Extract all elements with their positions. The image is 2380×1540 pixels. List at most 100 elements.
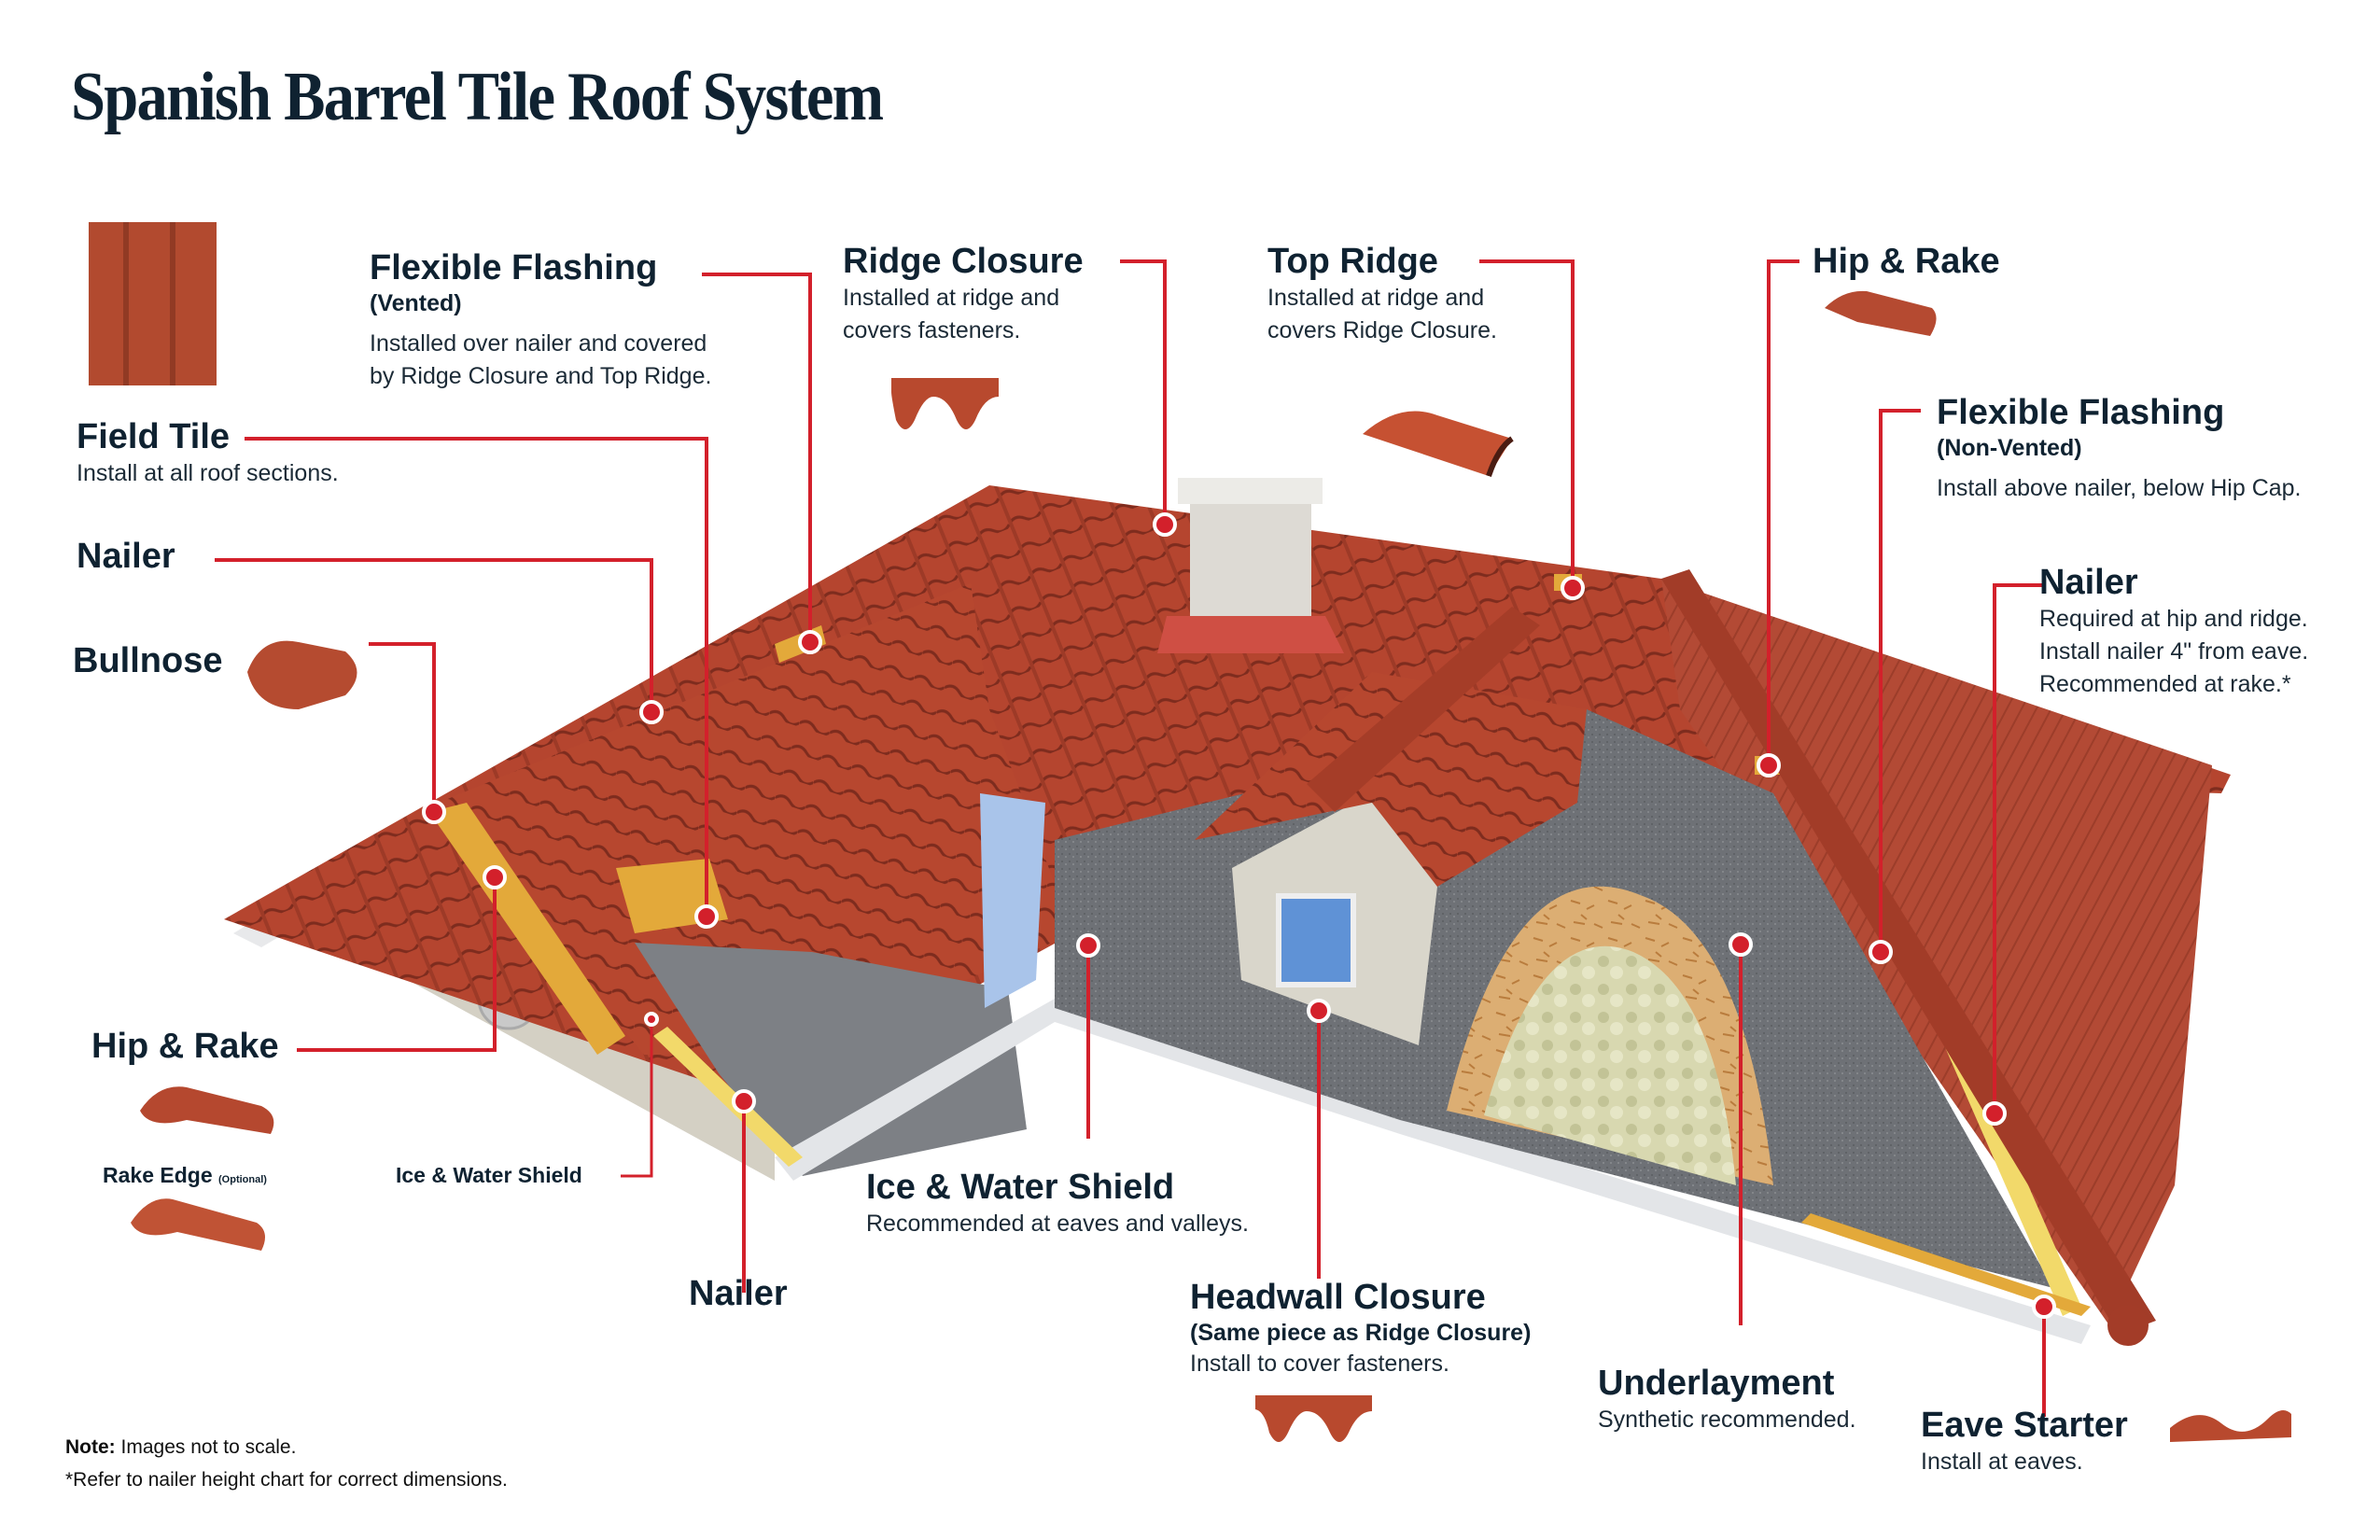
leader-nailer-left <box>215 558 653 712</box>
label-desc: by Ridge Closure and Top Ridge. <box>370 363 712 389</box>
label-nailer-right: Nailer Required at hip and ridge. Instal… <box>2039 562 2308 701</box>
label-desc: Install at all roof sections. <box>77 460 339 486</box>
label-title: Hip & Rake <box>1813 242 2000 281</box>
leader-top-ridge <box>1479 259 1575 588</box>
label-desc: covers fasteners. <box>843 317 1021 343</box>
label-ridge-closure: Ridge Closure Installed at ridge and cov… <box>843 241 1084 347</box>
label-underlayment: Underlayment Synthetic recommended. <box>1598 1363 1856 1436</box>
label-desc: Installed at ridge and <box>1267 285 1485 311</box>
right-hip-cap <box>1661 569 2156 1335</box>
hip-rake-icon-left <box>140 1086 274 1134</box>
eave-cap-end <box>2107 1305 2149 1346</box>
ridge-closure-icon <box>891 378 999 429</box>
label-title: Headwall Closure <box>1190 1278 1486 1317</box>
label-desc: Recommended at rake.* <box>2039 671 2291 697</box>
label-optional: (Optional) <box>218 1174 267 1185</box>
dormer-ridge <box>1307 607 1540 812</box>
dormer-window <box>1276 893 1356 987</box>
label-desc: Installed over nailer and covered <box>370 330 707 357</box>
dot-underlayment <box>1729 932 1753 957</box>
dot-top-ridge <box>1561 576 1585 600</box>
label-rake-edge: Rake Edge (Optional) <box>103 1162 267 1193</box>
label-title: Nailer <box>77 537 175 576</box>
label-desc: Install to cover fasteners. <box>1190 1351 1449 1377</box>
label-nailer-bottom: Nailer <box>689 1273 788 1314</box>
leader-dots <box>422 512 2056 1319</box>
dot-ice-water-small <box>644 1012 659 1027</box>
leader-flex-flashing-vented <box>702 273 812 642</box>
dormer-roof <box>1195 672 1587 887</box>
footnote: Note: Images not to scale. *Refer to nai… <box>65 1431 508 1496</box>
label-desc: Install at eaves. <box>1921 1449 2083 1475</box>
field-tile-icon <box>89 222 217 385</box>
label-desc: Installed at ridge and <box>843 285 1060 311</box>
leader-hip-rake-top <box>1767 259 1799 765</box>
label-headwall-closure: Headwall Closure (Same piece as Ridge Cl… <box>1190 1277 1531 1380</box>
label-bullnose: Bullnose <box>73 640 222 681</box>
label-desc: Install nailer 4" from eave. <box>2039 638 2309 665</box>
leader-nailer-right <box>1993 583 2044 1113</box>
dot-headwall <box>1307 999 1331 1023</box>
leader-lines <box>215 259 2046 1417</box>
label-hip-rake-left: Hip & Rake <box>91 1026 279 1067</box>
label-title: Top Ridge <box>1267 242 1438 281</box>
dot-eave-starter <box>2032 1295 2056 1319</box>
label-title: Flexible Flashing <box>1937 393 2225 432</box>
label-title: Ridge Closure <box>843 242 1084 281</box>
dot-bullnose <box>422 800 446 824</box>
eave-starter-icon <box>2170 1410 2291 1442</box>
label-flexible-flashing-non-vented: Flexible Flashing (Non-Vented) Install a… <box>1937 392 2302 505</box>
underlayment-left <box>635 943 1027 1176</box>
dot-ice-water-main <box>1076 933 1100 958</box>
label-desc: Install above nailer, below Hip Cap. <box>1937 475 2302 501</box>
note-text: Images not to scale. <box>120 1436 297 1458</box>
label-field-tile: Field Tile Install at all roof sections. <box>77 416 339 490</box>
insulation <box>1484 945 1736 1185</box>
note-footnote: *Refer to nailer height chart for correc… <box>65 1469 508 1491</box>
page-title: Spanish Barrel Tile Roof System <box>71 59 884 135</box>
dot-flex-flashing-vented <box>798 630 822 654</box>
label-eave-starter: Eave Starter Install at eaves. <box>1921 1405 2128 1478</box>
dot-field-tile <box>694 904 719 929</box>
hip-rake-icon-top <box>1825 290 1937 336</box>
top-ridge-icon <box>1363 411 1514 477</box>
label-title: Ice & Water Shield <box>396 1163 582 1187</box>
label-ice-water-small: Ice & Water Shield <box>396 1162 582 1188</box>
label-title: Nailer <box>2039 563 2138 602</box>
label-top-ridge: Top Ridge Installed at ridge and covers … <box>1267 241 1497 347</box>
label-title: Ice & Water Shield <box>866 1168 1175 1207</box>
dot-ridge-closure <box>1153 512 1177 537</box>
label-title: Eave Starter <box>1921 1406 2128 1445</box>
label-title: Underlayment <box>1598 1364 1835 1403</box>
label-ice-water-main: Ice & Water Shield Recommended at eaves … <box>866 1167 1249 1240</box>
label-title: Rake Edge <box>103 1163 213 1187</box>
rake-edge-icon <box>131 1198 265 1251</box>
label-title: Bullnose <box>73 641 223 680</box>
note-label: Note: <box>65 1436 116 1458</box>
dot-hip-rake-left <box>483 865 507 889</box>
label-subtitle: (Vented) <box>370 290 462 316</box>
headwall-closure-icon <box>1255 1395 1372 1442</box>
leader-ice-water-small <box>621 1019 653 1178</box>
eave-starter-nailer <box>1801 1213 2091 1316</box>
chimney-flashing <box>1157 616 1344 653</box>
leader-flex-flashing-nonvented <box>1879 409 1921 952</box>
label-desc: Synthetic recommended. <box>1598 1407 1856 1433</box>
valley-shield <box>980 793 1045 1008</box>
label-title: Nailer <box>689 1274 788 1313</box>
leader-hip-rake-left <box>297 877 497 1052</box>
label-flexible-flashing-vented: Flexible Flashing (Vented) Installed ove… <box>370 247 711 393</box>
label-subtitle: (Non-Vented) <box>1937 435 2082 461</box>
nailer-rake-bottom <box>653 1027 803 1167</box>
leader-ridge-closure <box>1120 259 1167 525</box>
chimney-cap <box>1178 478 1323 504</box>
leader-field-tile <box>245 437 708 917</box>
bullnose-icon <box>247 640 357 709</box>
dot-nailer-right <box>1982 1101 2007 1126</box>
label-hip-rake-top: Hip & Rake <box>1813 241 2000 282</box>
label-subtitle: (Same piece as Ridge Closure) <box>1190 1320 1532 1346</box>
label-desc: Recommended at eaves and valleys. <box>866 1211 1249 1237</box>
leader-bullnose <box>369 642 436 812</box>
dot-nailer-bottom <box>732 1089 756 1113</box>
